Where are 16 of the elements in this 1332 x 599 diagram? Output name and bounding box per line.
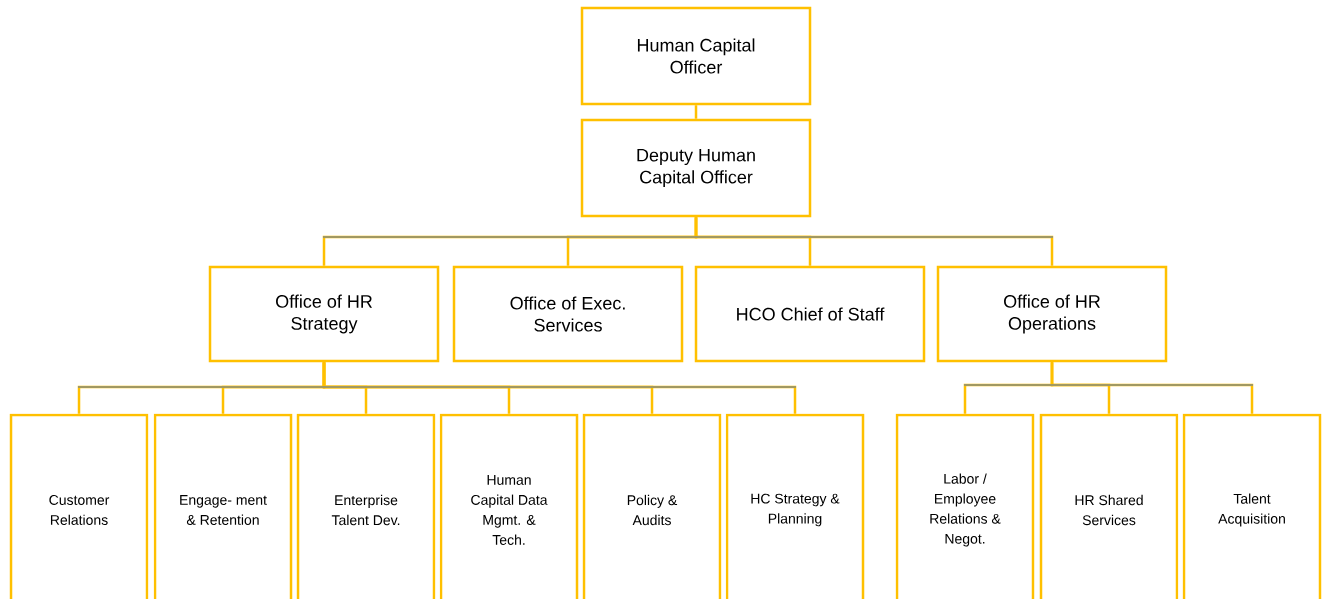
org-box: HCO Chief of Staff	[694, 265, 926, 363]
org-box: HC Strategy & Planning	[725, 413, 865, 599]
org-box: Enterprise Talent Dev.	[296, 413, 436, 599]
org-box: HR Shared Services	[1039, 413, 1179, 599]
org-box: Human Capital Officer	[580, 6, 812, 106]
org-box: Office of Exec. Services	[452, 265, 684, 363]
org-box: Office of HR Operations	[936, 265, 1168, 363]
org-box: Office of HR Strategy	[208, 265, 440, 363]
org-box: Policy & Audits	[582, 413, 722, 599]
org-box: Engage- ment & Retention	[153, 413, 293, 599]
org-box: Labor / Employee Relations & Negot.	[895, 413, 1035, 599]
org-box: Customer Relations	[9, 413, 149, 599]
connector-line	[694, 105, 698, 119]
org-box: Human Capital Data Mgmt. & Tech.	[439, 413, 579, 599]
org-box: Talent Acquisition	[1182, 413, 1322, 599]
org-box: Deputy Human Capital Officer	[580, 118, 812, 218]
